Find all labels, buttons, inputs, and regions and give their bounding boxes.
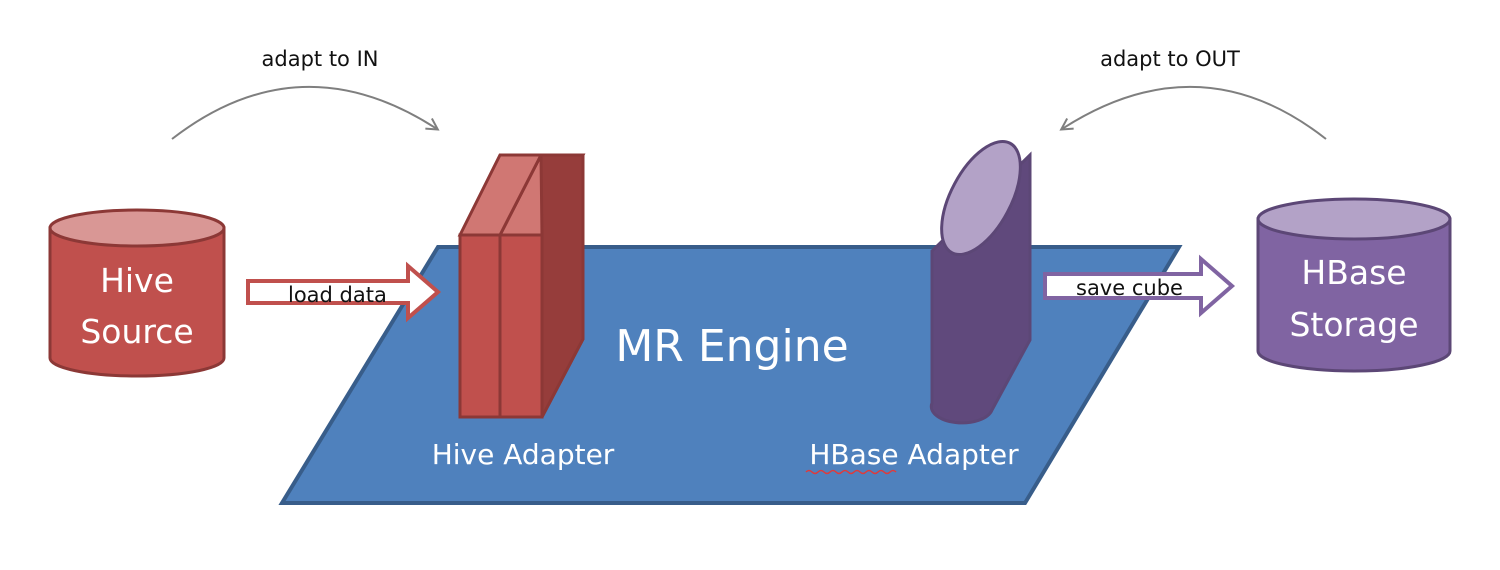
hive-adapter-block xyxy=(457,153,586,419)
spellcheck-squiggle xyxy=(805,469,897,475)
mr-engine-label: MR Engine xyxy=(615,321,848,372)
adapt-in-curve-arrow xyxy=(171,86,437,140)
hbase-storage-cylinder: HBase Storage xyxy=(1256,197,1452,373)
adapt-out-curve-arrow xyxy=(1062,86,1327,140)
hive-source-label-line1: Hive xyxy=(100,261,174,300)
hbase-adapter-block xyxy=(929,139,1032,425)
save-cube-label: save cube xyxy=(1076,276,1183,300)
hbase-storage-label-line1: HBase xyxy=(1301,253,1406,292)
hive-source-label-line2: Source xyxy=(80,312,193,351)
hbase-adapter-label: HBase Adapter xyxy=(809,438,1019,471)
load-data-label: load data xyxy=(288,283,387,307)
hive-source-cylinder: Hive Source xyxy=(48,208,226,378)
hive-adapter-label: Hive Adapter xyxy=(432,438,615,471)
hbase-storage-label-line2: Storage xyxy=(1289,305,1418,344)
adapt-in-label: adapt to IN xyxy=(262,47,379,71)
adapt-out-label: adapt to OUT xyxy=(1100,47,1240,71)
load-data-arrow: load data xyxy=(246,261,442,323)
save-cube-arrow: save cube xyxy=(1043,254,1236,318)
